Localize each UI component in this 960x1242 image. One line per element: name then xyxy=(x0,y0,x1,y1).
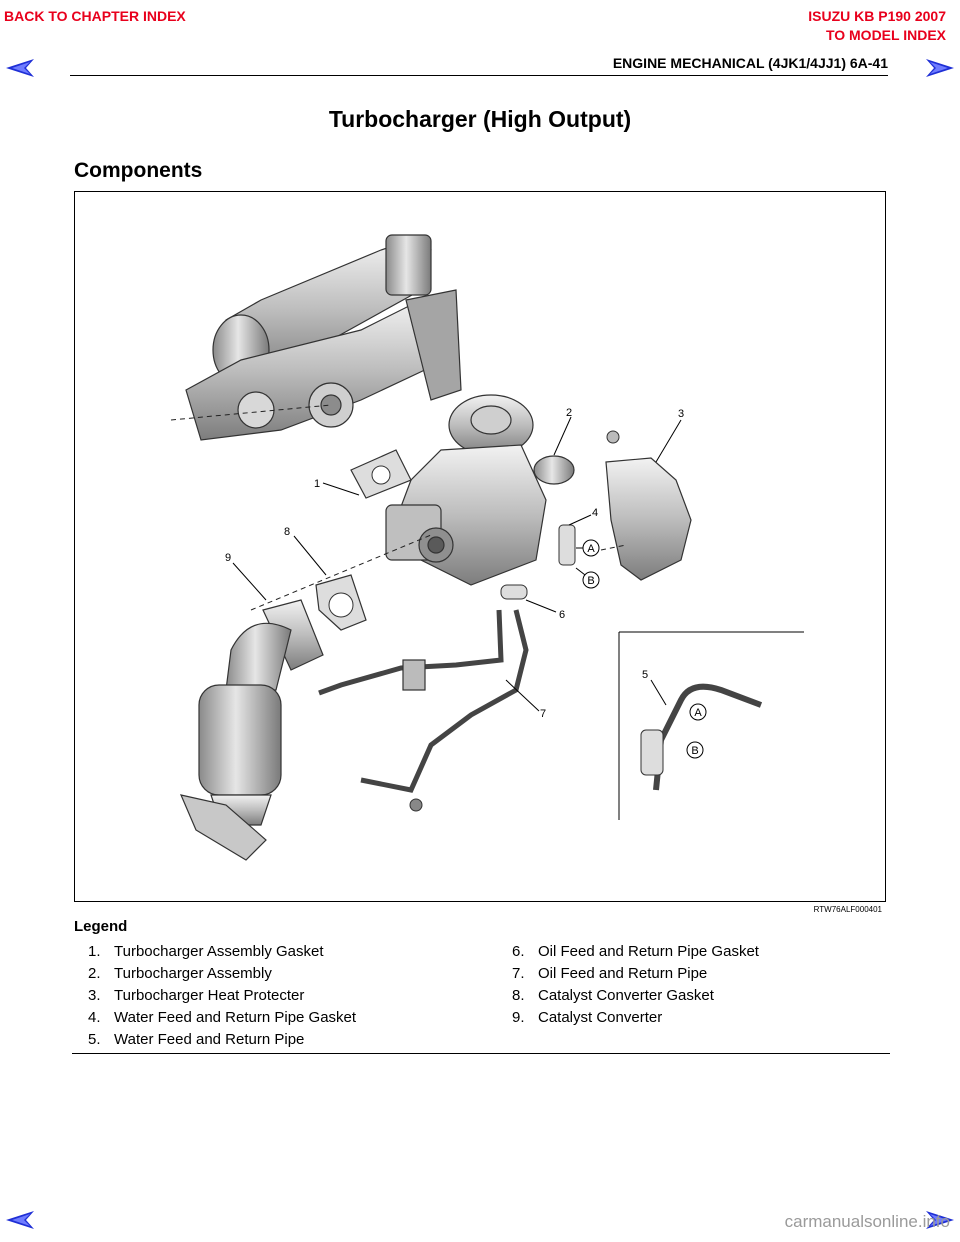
model-title-link[interactable]: ISUZU KB P190 2007 xyxy=(808,8,946,24)
section-header: ENGINE MECHANICAL (4JK1/4JJ1) 6A-41 xyxy=(612,55,888,71)
legend-item: 4.Water Feed and Return Pipe Gasket xyxy=(88,1009,357,1026)
legend-item: 2.Turbocharger Assembly xyxy=(88,965,272,982)
components-figure: 1 2 3 4 5 6 7 8 9 A B A B xyxy=(74,191,886,902)
left-arrow-icon[interactable] xyxy=(4,1210,38,1230)
watermark-text: carmanualsonline.info xyxy=(784,1212,950,1231)
callout-9: 9 xyxy=(225,552,231,564)
legend-item: 9.Catalyst Converter xyxy=(512,1009,663,1026)
inset-circle-a-label: A xyxy=(694,707,702,719)
figure-code: RTW76ALF000401 xyxy=(813,905,882,914)
callout-6: 6 xyxy=(559,609,565,621)
to-model-index-link[interactable]: TO MODEL INDEX xyxy=(825,27,946,43)
legend-item: 8.Catalyst Converter Gasket xyxy=(512,987,714,1004)
callout-8: 8 xyxy=(284,526,290,538)
legend-title: Legend xyxy=(74,918,128,935)
circle-a-label: A xyxy=(587,543,595,555)
left-arrow-icon[interactable] xyxy=(4,58,38,78)
water-gasket xyxy=(558,524,576,566)
exhaust-manifold xyxy=(185,234,462,441)
heat-protecter xyxy=(605,457,692,581)
callout-3: 3 xyxy=(678,408,684,420)
turbocharger-assembly xyxy=(385,394,575,586)
oil-gasket xyxy=(500,584,528,600)
page-title: Turbocharger (High Output) xyxy=(328,106,632,132)
callout-numbers: 1 2 3 4 5 6 7 8 9 xyxy=(225,407,684,720)
legend-item: 1.Turbocharger Assembly Gasket xyxy=(88,943,324,960)
legend-item: 7.Oil Feed and Return Pipe xyxy=(512,965,708,982)
exploded-view-diagram: 1 2 3 4 5 6 7 8 9 A B A B xyxy=(170,234,804,861)
header-divider xyxy=(70,75,888,76)
inset-circle-b-label: B xyxy=(691,745,698,757)
circle-b-label: B xyxy=(587,575,594,587)
right-arrow-icon[interactable] xyxy=(922,58,956,78)
footer-divider xyxy=(72,1053,890,1054)
legend-item: 5.Water Feed and Return Pipe xyxy=(88,1031,305,1048)
circle-labels: A B A B xyxy=(582,539,707,759)
oil-pipe xyxy=(318,609,529,793)
detail-inset xyxy=(618,631,804,820)
callout-5: 5 xyxy=(642,669,648,681)
components-heading: Components xyxy=(74,159,203,182)
back-to-chapter-index-link[interactable]: BACK TO CHAPTER INDEX xyxy=(4,8,186,24)
legend-item: 3.Turbocharger Heat Protecter xyxy=(88,987,305,1004)
right-arrow-icon[interactable] xyxy=(922,1210,956,1230)
callout-1: 1 xyxy=(314,478,320,490)
callout-7: 7 xyxy=(540,708,546,720)
legend-item: 6.Oil Feed and Return Pipe Gasket xyxy=(512,943,759,960)
callout-2: 2 xyxy=(566,407,572,419)
callout-4: 4 xyxy=(592,507,598,519)
catalyst-converter xyxy=(179,599,324,861)
